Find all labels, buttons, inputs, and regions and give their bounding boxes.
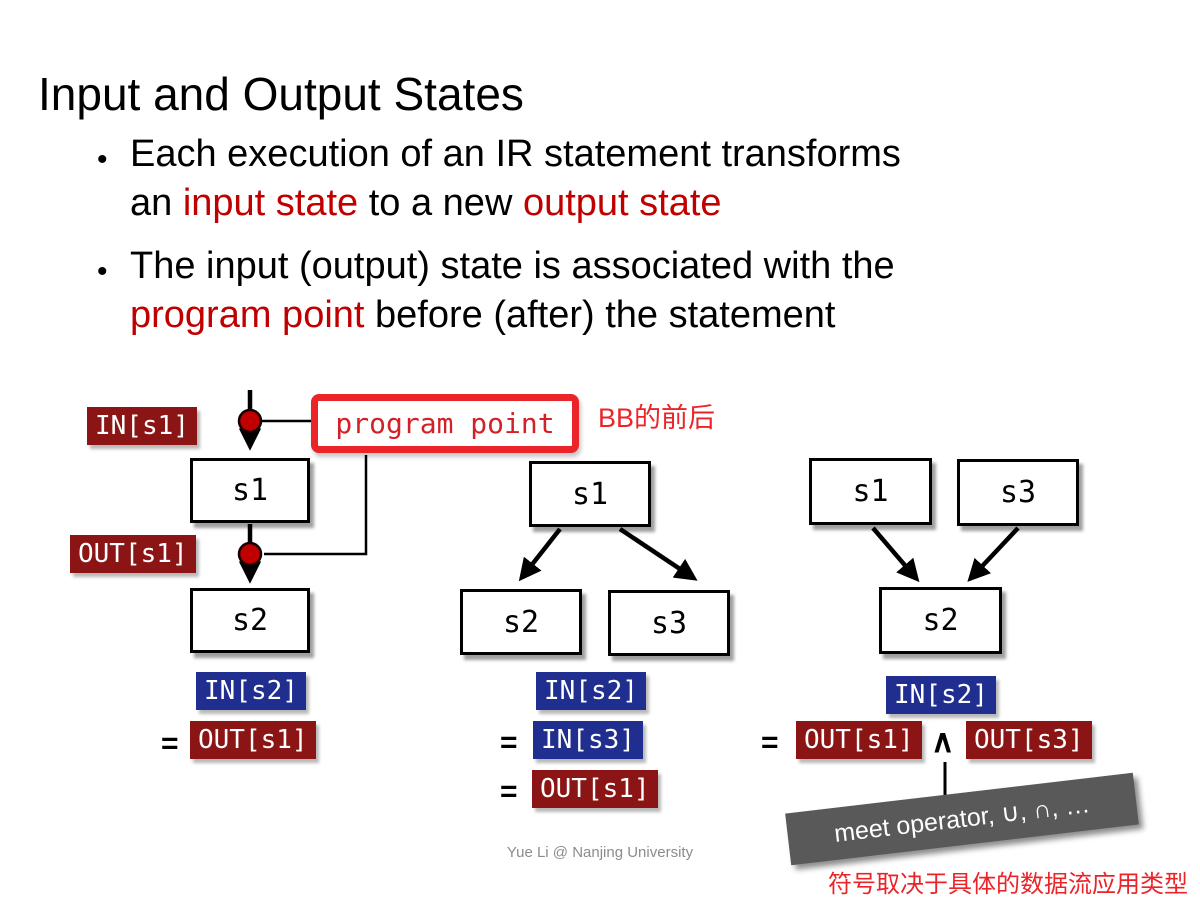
d2-s2-box: s2 — [460, 589, 582, 655]
d2-s1-box: s1 — [529, 461, 651, 527]
d1-s1-box: s1 — [190, 458, 310, 523]
bullet-1-text: an — [130, 182, 183, 224]
program-point-callout: program point — [311, 394, 579, 453]
meet-operator-caption: 符号取决于具体的数据流应用类型 — [828, 871, 1188, 897]
d1-s2-box: s2 — [190, 588, 310, 653]
d3-eq-in-s2: IN[s2] — [886, 676, 996, 714]
footer-credit: Yue Li @ Nanjing University — [506, 844, 694, 861]
d3-eq-sign: = — [761, 726, 779, 759]
bullet-1-marker: • — [97, 143, 108, 176]
d3-s2-box: s2 — [879, 587, 1002, 654]
bullet-1-text-mid: to a new — [358, 182, 523, 224]
bullet-2: The input (output) state is associated w… — [130, 242, 895, 340]
input-state-highlight: input state — [182, 182, 359, 224]
d2-eq-sign-1: = — [500, 726, 518, 759]
d3-arrow-s3-s2 — [967, 526, 1020, 582]
d2-eq-out-s1: OUT[s1] — [532, 770, 658, 808]
out-s1-label: OUT[s1] — [70, 535, 196, 573]
d2-eq-in-s2: IN[s2] — [536, 672, 646, 710]
d2-s3-box: s3 — [608, 590, 730, 656]
d3-arrow-s1-s2 — [871, 526, 920, 583]
d3-s1-box: s1 — [809, 458, 932, 525]
bullet-1-line-1: Each execution of an IR statement transf… — [130, 133, 901, 175]
bullet-1: Each execution of an IR statement transf… — [130, 130, 901, 228]
d1-eq-in-s2: IN[s2] — [196, 672, 306, 710]
program-point-dot-out — [237, 541, 263, 567]
page-title: Input and Output States — [38, 67, 524, 120]
in-s1-label: IN[s1] — [87, 407, 197, 445]
program-point-dot-in — [237, 408, 263, 434]
bb-note-text: BB的前后 — [598, 403, 716, 433]
d3-eq-out-s3: OUT[s3] — [966, 721, 1092, 759]
d2-eq-in-s3: IN[s3] — [533, 721, 643, 759]
d2-arrow-s1-s2 — [518, 527, 562, 582]
d1-eq-sign: = — [161, 727, 179, 760]
bullet-2-line-1: The input (output) state is associated w… — [130, 245, 895, 287]
output-state-highlight: output state — [522, 182, 722, 224]
d1-eq-out-s1: OUT[s1] — [190, 721, 316, 759]
program-point-highlight: program point — [130, 294, 365, 336]
d2-eq-sign-2: = — [500, 775, 518, 808]
bullet-1-line-2: an input state to a new output state — [130, 179, 901, 228]
d2-connectors — [518, 527, 698, 582]
d3-s3-box: s3 — [957, 459, 1079, 526]
bullet-2-text: before (after) the statement — [364, 294, 836, 336]
d2-arrow-s1-s3 — [618, 527, 698, 581]
meet-operator-symbol: ∧ — [931, 723, 955, 759]
bullet-2-line-2: program point before (after) the stateme… — [130, 291, 895, 340]
bullet-2-marker: • — [97, 255, 108, 288]
d3-eq-out-s1: OUT[s1] — [796, 721, 922, 759]
